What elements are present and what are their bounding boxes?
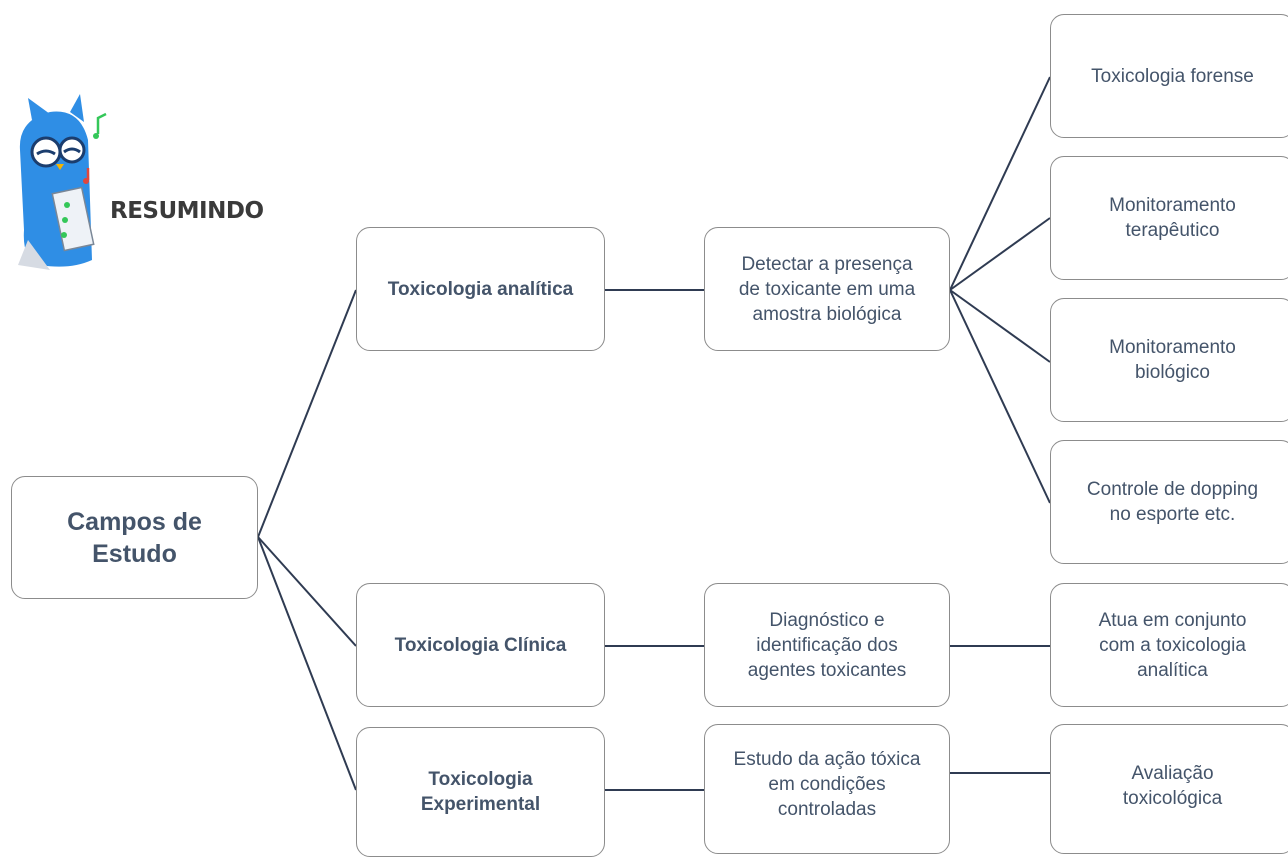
node-detail-analitica: Detectar a presença de toxicante em uma … <box>704 227 950 351</box>
node-label: Avaliação toxicológica <box>1122 763 1223 809</box>
node-label: Toxicologia Clínica <box>394 634 567 656</box>
node-toxicologia-clinica: Toxicologia Clínica <box>356 583 605 707</box>
link-detail-terapeutico <box>949 217 1051 291</box>
node-label: Monitoramento biológico <box>1109 337 1236 383</box>
link-root-experimental <box>257 536 357 791</box>
root-node-campos-de-estudo: Campos de Estudo <box>11 476 258 599</box>
root-label: Campos de Estudo <box>67 507 202 568</box>
node-label: Toxicologia forense <box>1091 65 1254 87</box>
node-detail-experimental: Estudo da ação tóxica em condições contr… <box>704 724 950 854</box>
node-label: Controle de dopping no esporte etc. <box>1086 479 1259 525</box>
node-label: Toxicologia analítica <box>387 278 574 300</box>
node-atua-em-conjunto: Atua em conjunto com a toxicologia analí… <box>1050 583 1288 707</box>
logo-text: RESUMINDO <box>110 198 264 224</box>
node-label: Toxicologia Experimental <box>420 769 541 815</box>
node-label: Monitoramento terapêutico <box>1109 195 1236 241</box>
node-detail-clinica: Diagnóstico e identificação dos agentes … <box>704 583 950 707</box>
link-root-analitica <box>257 289 357 538</box>
node-label: Diagnóstico e identificação dos agentes … <box>747 609 907 681</box>
node-label: Atua em conjunto com a toxicologia analí… <box>1098 609 1247 681</box>
link-detail-forense <box>949 76 1051 291</box>
node-label: Detectar a presença de toxicante em uma … <box>738 253 916 325</box>
node-label: Estudo da ação tóxica em condições contr… <box>733 749 921 820</box>
link-root-clinica <box>257 536 357 647</box>
node-toxicologia-analitica: Toxicologia analítica <box>356 227 605 351</box>
node-monitoramento-biologico: Monitoramento biológico <box>1050 298 1288 422</box>
node-monitoramento-terapeutico: Monitoramento terapêutico <box>1050 156 1288 280</box>
link-detail-dopping <box>949 289 1051 504</box>
resumindo-logo: RESUMINDO <box>10 90 264 280</box>
node-toxicologia-forense: Toxicologia forense <box>1050 14 1288 138</box>
owl-mascot-icon <box>18 94 107 270</box>
node-avaliacao-toxicologica: Avaliação toxicológica <box>1050 724 1288 854</box>
link-detail-biologico <box>949 289 1051 363</box>
node-controle-de-dopping: Controle de dopping no esporte etc. <box>1050 440 1288 564</box>
node-toxicologia-experimental: Toxicologia Experimental <box>356 727 605 857</box>
